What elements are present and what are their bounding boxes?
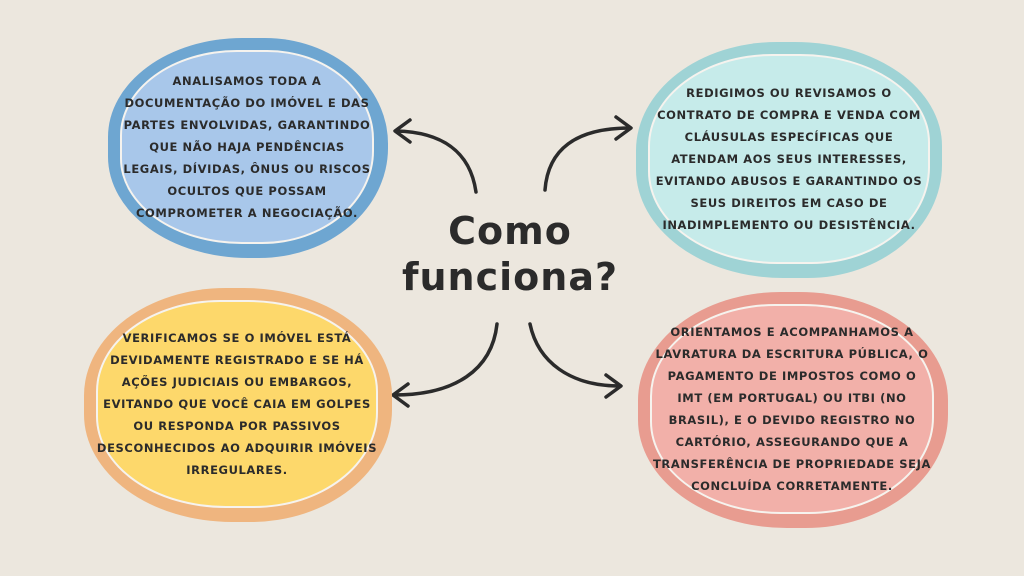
card-text-line: legais, dívidas, ônus ou riscos — [123, 162, 371, 176]
card-text-line: ações judiciais ou embargos, — [121, 375, 353, 389]
card-text: Redigimos ou revisamos o contrato de comp… — [656, 82, 923, 236]
card-text-line: contrato de compra e venda com — [657, 108, 921, 122]
card-text-line: Brasil), e o devido registro no — [668, 413, 916, 427]
title-line: Como — [448, 209, 572, 253]
card-text-line: Orientamos e acompanhamos a — [670, 325, 914, 339]
card-body: Analisamos toda a documentação do imóvel … — [120, 50, 374, 244]
card-text-line: comprometer a negociação. — [135, 206, 359, 220]
card-text-line: inadimplemento ou desistência. — [662, 218, 916, 232]
card-text-line: transferência de propriedade seja — [652, 457, 932, 471]
card-text-line: Redigimos ou revisamos o — [686, 86, 892, 100]
card-contract-drafting: Redigimos ou revisamos o contrato de comp… — [636, 42, 942, 278]
arrow-bottom-left — [391, 322, 499, 408]
card-registration-check: Verificamos se o imóvel está devidamente … — [84, 288, 392, 522]
card-text-line: Verificamos se o imóvel está — [122, 331, 352, 345]
card-body: Verificamos se o imóvel está devidamente … — [96, 300, 378, 508]
page-title: Como funciona? — [400, 208, 620, 300]
card-body: Redigimos ou revisamos o contrato de comp… — [648, 54, 930, 264]
card-deed-guidance: Orientamos e acompanhamos a lavratura da … — [638, 292, 948, 528]
card-text-line: documentação do imóvel e das — [124, 96, 370, 110]
card-text: Verificamos se o imóvel está devidamente … — [97, 327, 377, 481]
card-text-line: atendam aos seus interesses, — [671, 152, 907, 166]
card-text-line: cláusulas específicas que — [684, 130, 894, 144]
card-text-line: cartório, assegurando que a — [675, 435, 909, 449]
card-text: Orientamos e acompanhamos a lavratura da … — [653, 321, 931, 497]
card-text-line: evitando que você caia em golpes — [103, 397, 371, 411]
card-text-line: Analisamos toda a — [172, 74, 322, 88]
arrow-top-right — [543, 115, 633, 192]
card-text-line: ocultos que possam — [167, 184, 327, 198]
card-text-line: lavratura da escritura pública, o — [655, 347, 929, 361]
card-text-line: partes envolvidas, garantindo — [123, 118, 371, 132]
card-text-line: evitando abusos e garantindo os — [655, 174, 923, 188]
card-text-line: irregulares. — [186, 463, 288, 477]
arrow-top-left — [393, 118, 478, 194]
card-text-line: seus direitos em caso de — [690, 196, 888, 210]
card-text-line: pagamento de impostos como o — [667, 369, 917, 383]
card-text-line: ou responda por passivos — [133, 419, 341, 433]
card-text-line: devidamente registrado e se há — [110, 353, 364, 367]
card-body: Orientamos e acompanhamos a lavratura da … — [650, 304, 934, 514]
card-text-line: concluída corretamente. — [691, 479, 893, 493]
card-text: Analisamos toda a documentação do imóvel … — [123, 70, 370, 224]
card-document-analysis: Analisamos toda a documentação do imóvel … — [108, 38, 388, 258]
card-text-line: desconhecidos ao adquirir imóveis — [96, 441, 378, 455]
card-text-line: IMT (em Portugal) ou ITBI (no — [677, 391, 907, 405]
card-text-line: que não haja pendências — [149, 140, 345, 154]
arrow-bottom-right — [528, 322, 623, 399]
title-line: funciona? — [401, 255, 619, 299]
